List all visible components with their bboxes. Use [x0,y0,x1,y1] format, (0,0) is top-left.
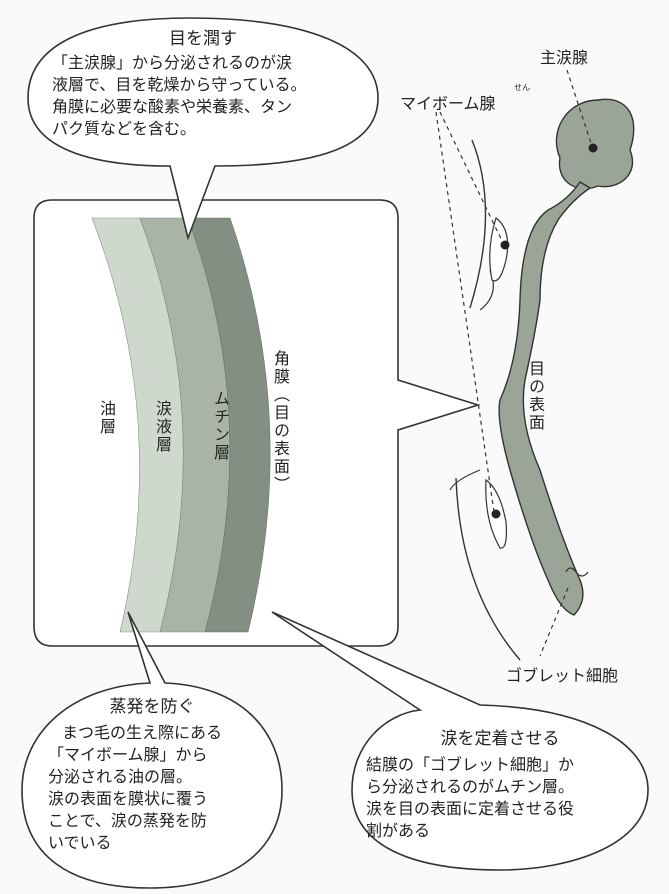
oil-layer-label: 油層 [97,400,116,436]
mucin-layer-label: ムチン層 [211,390,230,462]
goblet-cell-label: ゴブレット細胞 [506,666,619,685]
goblet-leader [539,587,569,657]
top-bubble-shape [27,17,379,241]
lower-eyelid-line [455,477,521,661]
meibomian-label: マイボーム腺 [400,94,496,113]
eyelash-lower [449,469,481,491]
meibomian-dot-lower [491,509,501,519]
top-bubble-line-1: 「主涙腺」から分泌されるのが涙 [52,53,293,72]
main-gland-leader [566,69,593,147]
top-bubble-title: 目を潤す [169,29,237,49]
bottom-left-line-2: 「マイボーム腺」から [48,745,208,764]
bottom-right-bubble-title: 涙を定着させる [440,729,560,749]
eye-surface-label: 目の表面 [526,360,545,432]
goblet-cell-loops [565,567,589,577]
upper-eyelid-line [469,139,487,309]
meibomian-leader-1 [439,111,504,244]
top-bubble-line-2: 液層で、目を乾燥から守っている。 [52,75,307,94]
top-bubble-line-3: 角膜に必要な酸素や栄養素、タン [52,97,293,116]
bottom-right-line-4: 割がある [366,821,431,840]
bottom-left-bubble-title: 蒸発を防ぐ [109,697,195,717]
bottom-left-line-3: 分泌される油の層。 [48,767,193,786]
bottom-left-line-4: 涙の表面を膜状に覆う [48,789,209,808]
bottom-right-line-3: 涙を目の表面に定着させる役 [366,799,575,818]
bottom-left-bubble-shape [21,611,283,889]
meibomian-dot-upper [500,240,510,250]
cornea-label: 角膜（目の表面） [271,350,290,494]
bottom-left-line-6: いでいる [48,833,112,852]
tear-layer-label: 涙液層 [153,400,172,454]
bottom-left-line-1: まつ毛の生え際にある [62,723,223,742]
bottom-right-bubble-shape [271,611,649,871]
bottom-right-line-1: 結膜の「ゴブレット細胞」か [366,755,575,774]
main-gland [555,98,635,190]
meibomian-leader-2 [435,111,495,513]
main-gland-dot [588,143,598,153]
bottom-right-line-2: ら分泌されるのがムチン層。 [366,777,575,796]
main-gland-label: 主涙腺 [540,48,589,67]
top-bubble-line-4: パク質などを含む。 [52,119,197,138]
meibomian-furigana: せん [514,83,530,92]
tear-duct [498,181,592,616]
bottom-left-line-5: ことで、涙の蒸発を防 [48,811,207,830]
meibomian-gland-upper [489,217,509,282]
mucin-layer-band [187,217,271,633]
